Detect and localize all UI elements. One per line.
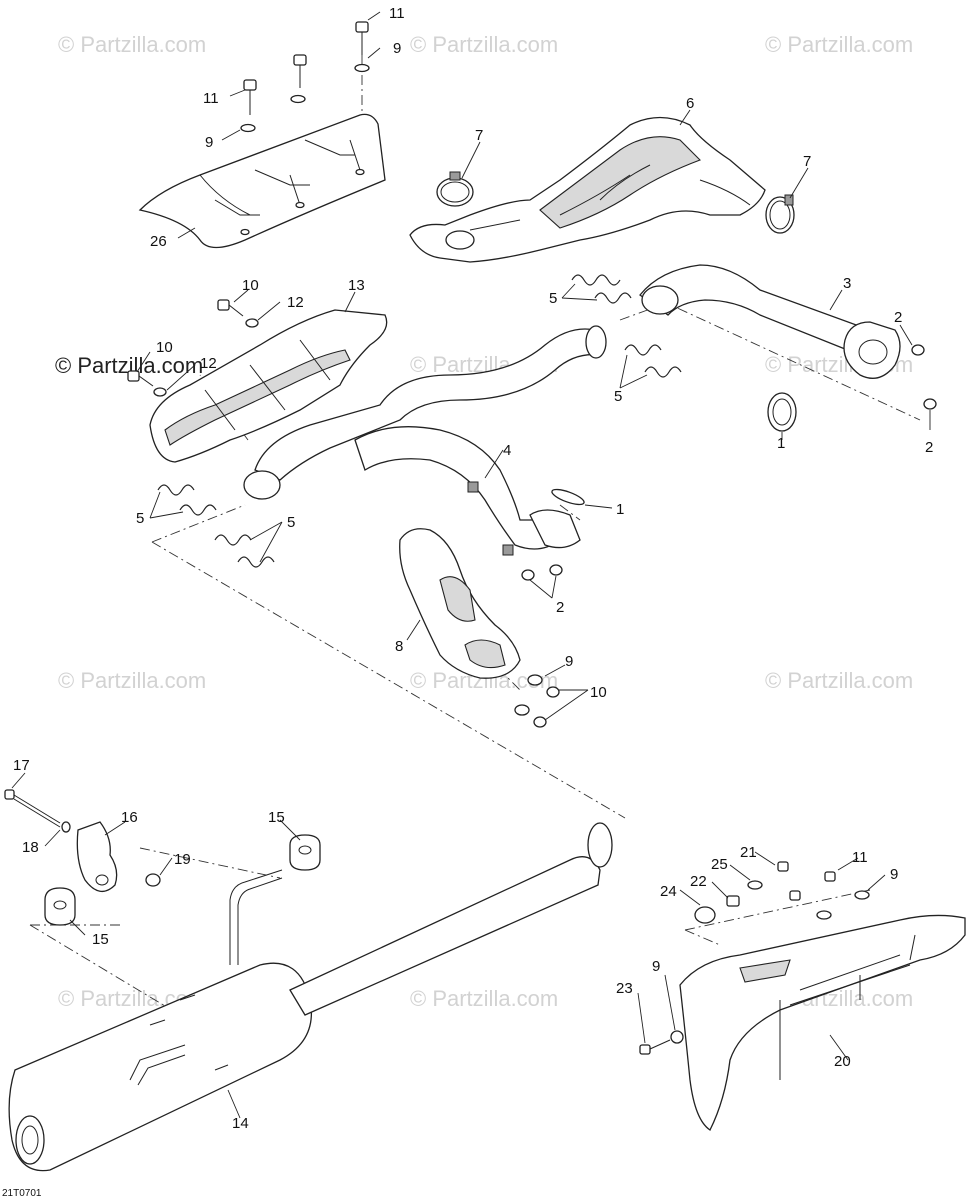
watermark: © Partzilla.com — [58, 32, 206, 57]
rubber-mount-15-right — [289, 834, 321, 871]
leader-lines — [11, 11, 931, 1119]
callout: 24 — [660, 883, 677, 900]
callout: 22 — [690, 873, 707, 890]
callout: 2 — [925, 439, 933, 456]
callout: 4 — [503, 442, 511, 459]
callout: 12 — [287, 294, 304, 311]
watermark: © Partzilla.com — [410, 32, 558, 57]
heat-shield-6 — [409, 116, 766, 263]
callout: 20 — [834, 1053, 851, 1070]
callout: 5 — [287, 514, 295, 531]
nut-19 — [145, 873, 161, 887]
callout: 2 — [556, 599, 564, 616]
heat-shield-8 — [399, 528, 521, 679]
callout: 13 — [348, 277, 365, 294]
watermark: © Partzilla.com — [765, 668, 913, 693]
fasteners-center — [514, 674, 560, 728]
heat-shield-26 — [138, 113, 386, 249]
callout: 5 — [136, 510, 144, 527]
callout: 25 — [711, 856, 728, 873]
callout: 19 — [174, 851, 191, 868]
callout: 15 — [268, 809, 285, 826]
callout: 10 — [156, 339, 173, 356]
bolt-17 — [4, 789, 61, 828]
callout: 2 — [894, 309, 902, 326]
fasteners-top-left — [240, 21, 370, 133]
callout: 11 — [389, 5, 405, 22]
heat-shield-20 — [679, 914, 966, 1131]
gasket-1-right — [767, 392, 797, 432]
pipe-3 — [639, 264, 901, 379]
fasteners-middle-left — [127, 299, 259, 397]
callout-labels: 11 9 11 9 26 6 7 7 3 2 2 1 1 4 5 5 5 5 2… — [13, 5, 933, 1132]
callout: 3 — [843, 275, 851, 292]
callout: 6 — [686, 95, 694, 112]
bracket-16 — [76, 821, 118, 892]
watermark: © Partzilla.com — [410, 986, 558, 1011]
callout: 9 — [652, 958, 660, 975]
callout: 14 — [232, 1115, 249, 1132]
springs-5 — [157, 274, 682, 568]
watermark: © Partzilla.com — [765, 32, 913, 57]
callout: 9 — [205, 134, 213, 151]
callout: 9 — [393, 40, 401, 57]
assembly-lines — [29, 35, 921, 1031]
callout: 7 — [803, 153, 811, 170]
callout: 5 — [549, 290, 557, 307]
callout: 11 — [852, 849, 868, 866]
callout: 26 — [150, 233, 167, 250]
fasteners-bottom-right — [639, 861, 870, 1055]
callout: 17 — [13, 757, 30, 774]
callout: 10 — [242, 277, 259, 294]
heat-shield-13 — [149, 309, 388, 463]
callout: 8 — [395, 638, 403, 655]
callout: 1 — [616, 501, 624, 518]
callout: 23 — [616, 980, 633, 997]
washer-18 — [61, 821, 71, 833]
callout: 12 — [200, 355, 217, 372]
rubber-mount-15-left — [44, 887, 76, 926]
callout: 1 — [777, 435, 785, 452]
diagram-code: 21T0701 — [2, 1188, 42, 1199]
clamp-7-left — [436, 171, 474, 207]
gasket-1-middle — [551, 488, 585, 506]
watermark: © Partzilla.com — [58, 668, 206, 693]
callout: 15 — [92, 931, 109, 948]
callout: 10 — [590, 684, 607, 701]
callout: 5 — [614, 388, 622, 405]
clamp-7-right — [765, 194, 795, 234]
callout: 21 — [740, 844, 757, 861]
muffler-14 — [8, 822, 613, 1172]
callout: 18 — [22, 839, 39, 856]
nuts-2 — [521, 344, 937, 581]
callout: 9 — [890, 866, 898, 883]
pipe-4 — [243, 325, 607, 556]
callout: 7 — [475, 127, 483, 144]
callout: 9 — [565, 653, 573, 670]
callout: 16 — [121, 809, 138, 826]
callout: 11 — [203, 90, 219, 107]
